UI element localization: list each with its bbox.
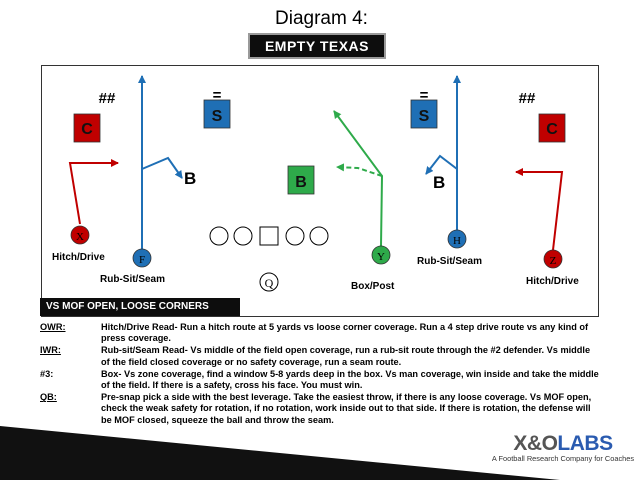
- left-corner-mark: ##: [99, 90, 116, 107]
- left-corner-label: C: [81, 121, 93, 138]
- note-iwr: IWR: Rub-sit/Seam Read- Vs middle of the…: [40, 345, 600, 367]
- mid-backer-box: [287, 165, 315, 195]
- logo-tagline: A Football Research Company for Coaches: [491, 454, 635, 463]
- right-safety-mark: =: [420, 87, 429, 104]
- right-corner-mark: ##: [519, 90, 536, 107]
- left-corner-box: [73, 113, 101, 143]
- note-owr: OWR: Hitch/Drive Read- Run a hitch route…: [40, 322, 600, 344]
- z-receiver: [543, 249, 563, 269]
- left-guard: [233, 226, 253, 246]
- note-text: Pre-snap pick a side with the best lever…: [101, 392, 592, 425]
- x-route: [68, 159, 119, 225]
- right-backer-label: B: [433, 173, 445, 192]
- diagram-title: Diagram 4:: [275, 8, 368, 29]
- note-text: Hitch/Drive Read- Run a hitch route at 5…: [101, 322, 589, 344]
- note-key: #3:: [40, 368, 54, 379]
- play-name-banner: EMPTY TEXAS: [248, 33, 386, 59]
- y-route-label: Box/Post: [351, 281, 395, 292]
- mid-backer-label: B: [295, 174, 307, 191]
- left-backer-label: B: [184, 169, 196, 188]
- note-key: OWR:: [40, 322, 66, 332]
- z-receiver-label: Z: [550, 255, 557, 267]
- note-qb: QB: Pre-snap pick a side with the best l…: [40, 392, 600, 426]
- right-corner-label: C: [546, 121, 558, 138]
- f-receiver-label: F: [139, 254, 145, 266]
- coverage-tag: VS MOF OPEN, LOOSE CORNERS: [40, 298, 240, 316]
- logo-name-part2: LABS: [557, 432, 613, 455]
- f-sit-route: [141, 156, 183, 179]
- xo-labs-logo: X&OLABS A Football Research Company for …: [488, 432, 638, 463]
- logo-name-part1: X&O: [513, 432, 558, 455]
- right-guard: [285, 226, 305, 246]
- y-route: [333, 110, 384, 247]
- note-text: Rub-sit/Seam Read- Vs middle of the fiel…: [101, 345, 591, 367]
- note-key: QB:: [40, 392, 57, 403]
- z-route: [515, 168, 564, 251]
- f-route-label: Rub-Sit/Seam: [100, 274, 165, 285]
- h-receiver-label: H: [453, 235, 461, 247]
- center: [259, 226, 279, 246]
- note-text: Box- Vs zone coverage, find a window 5-8…: [101, 368, 599, 391]
- y-receiver: [371, 245, 391, 265]
- left-safety-mark: =: [213, 87, 222, 104]
- y-receiver-label: Y: [377, 251, 385, 263]
- logo-wordmark: X&OLABS: [488, 432, 638, 456]
- h-sit-route: [425, 154, 458, 175]
- left-safety-box: [203, 99, 231, 129]
- play-diagram-svg: C ## S = S = C ## B B B Q X Hitch/Drive: [52, 75, 579, 292]
- right-corner-box: [538, 113, 566, 143]
- x-route-label: Hitch/Drive: [52, 252, 105, 263]
- note-key: IWR:: [40, 345, 61, 356]
- right-tackle: [309, 226, 329, 246]
- right-safety-label: S: [419, 108, 430, 125]
- quarterback: [259, 272, 279, 292]
- quarterback-label: Q: [265, 276, 274, 290]
- x-receiver: [70, 225, 90, 245]
- x-receiver-label: X: [76, 231, 84, 243]
- z-route-label: Hitch/Drive: [526, 276, 579, 287]
- right-safety-box: [410, 99, 438, 129]
- h-route-label: Rub-Sit/Seam: [417, 256, 482, 267]
- decorative-wedge: [0, 426, 560, 480]
- left-safety-label: S: [212, 108, 223, 125]
- play-diagram-field: C ## S = S = C ## B B B Q X Hitch/Drive: [41, 65, 599, 317]
- coaching-notes: OWR: Hitch/Drive Read- Run a hitch route…: [40, 322, 600, 427]
- y-box-route: [336, 163, 383, 177]
- f-receiver: [132, 248, 152, 268]
- left-tackle: [209, 226, 229, 246]
- h-receiver: [447, 229, 467, 249]
- note-number3: #3: Box- Vs zone coverage, find a window…: [40, 369, 600, 391]
